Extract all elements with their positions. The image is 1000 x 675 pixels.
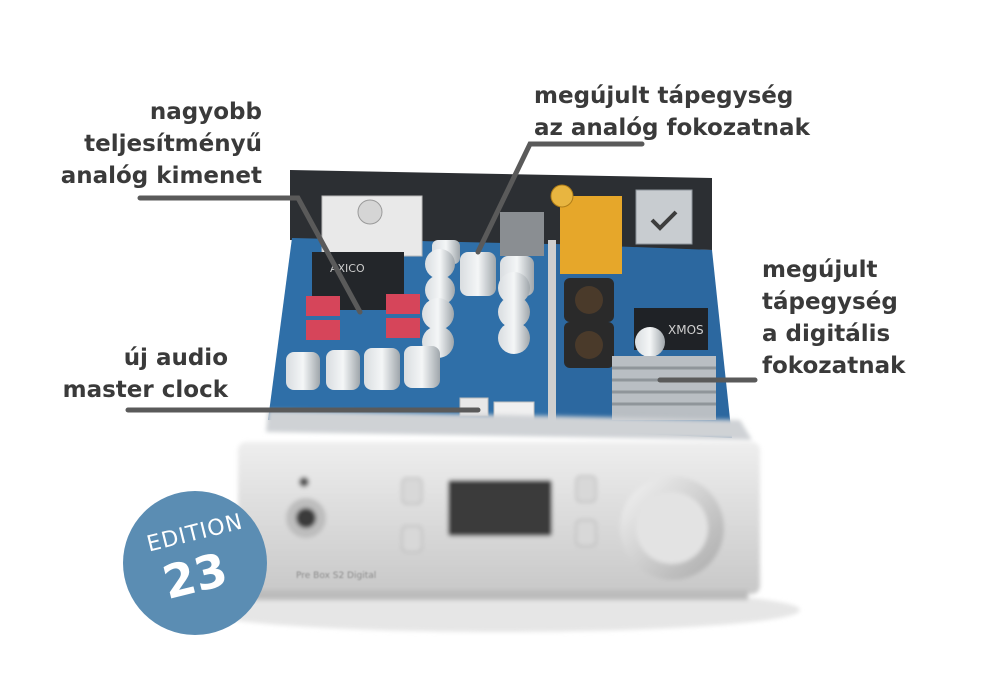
faceplate-label: Pre Box S2 Digital [296,571,376,581]
callout-digital-power-line-3: a digitális [762,321,891,347]
leader-analog-power [475,141,645,255]
usb-port [635,189,693,245]
front-panel [238,410,760,600]
divider-wall [548,240,556,432]
analog-capacitors [286,240,534,390]
master-clock-chip [459,397,489,417]
edition-badge: EDITION 23 [123,491,267,635]
usb-check-mark [650,210,678,231]
callout-analog-power-line-1: megújult tápegység [534,83,794,109]
callout-digital-power: megújult tápegység a digitális fokozatna… [762,254,905,382]
callout-digital-power-line-2: tápegység [762,289,898,315]
callout-master-clock: új audio master clock [63,342,228,406]
callout-analog-power-line-2: az analóg fokozatnak [534,115,810,141]
callout-analog-power: megújult tápegység az analóg fokozatnak [534,80,810,144]
optical-connector [500,212,544,256]
connector-screw [357,199,383,225]
leader-analog-output [137,195,363,315]
callout-analog-output-line-1: nagyobb [149,99,262,125]
leader-lines [125,141,758,413]
heatsink [612,356,716,420]
digital-capacitor [635,327,665,357]
coax-jack [550,184,574,208]
red-relays [306,294,420,340]
xmos-chip-label: XMOS [668,323,704,337]
callout-analog-output-line-3: analóg kimenet [60,163,262,189]
coax-connector [560,196,622,274]
inductor-coil-1 [575,286,603,314]
callout-digital-power-line-4: fokozatnak [762,353,906,379]
callout-digital-power-line-1: megújult [762,257,878,283]
callout-analog-output-line-2: teljesítményű [84,131,262,157]
callout-master-clock-line-2: master clock [62,377,228,403]
inductor-coil-2 [575,331,603,359]
callout-analog-output: nagyobb teljesítményű analóg kimenet [61,96,262,192]
callout-master-clock-line-1: új audio [123,345,228,371]
